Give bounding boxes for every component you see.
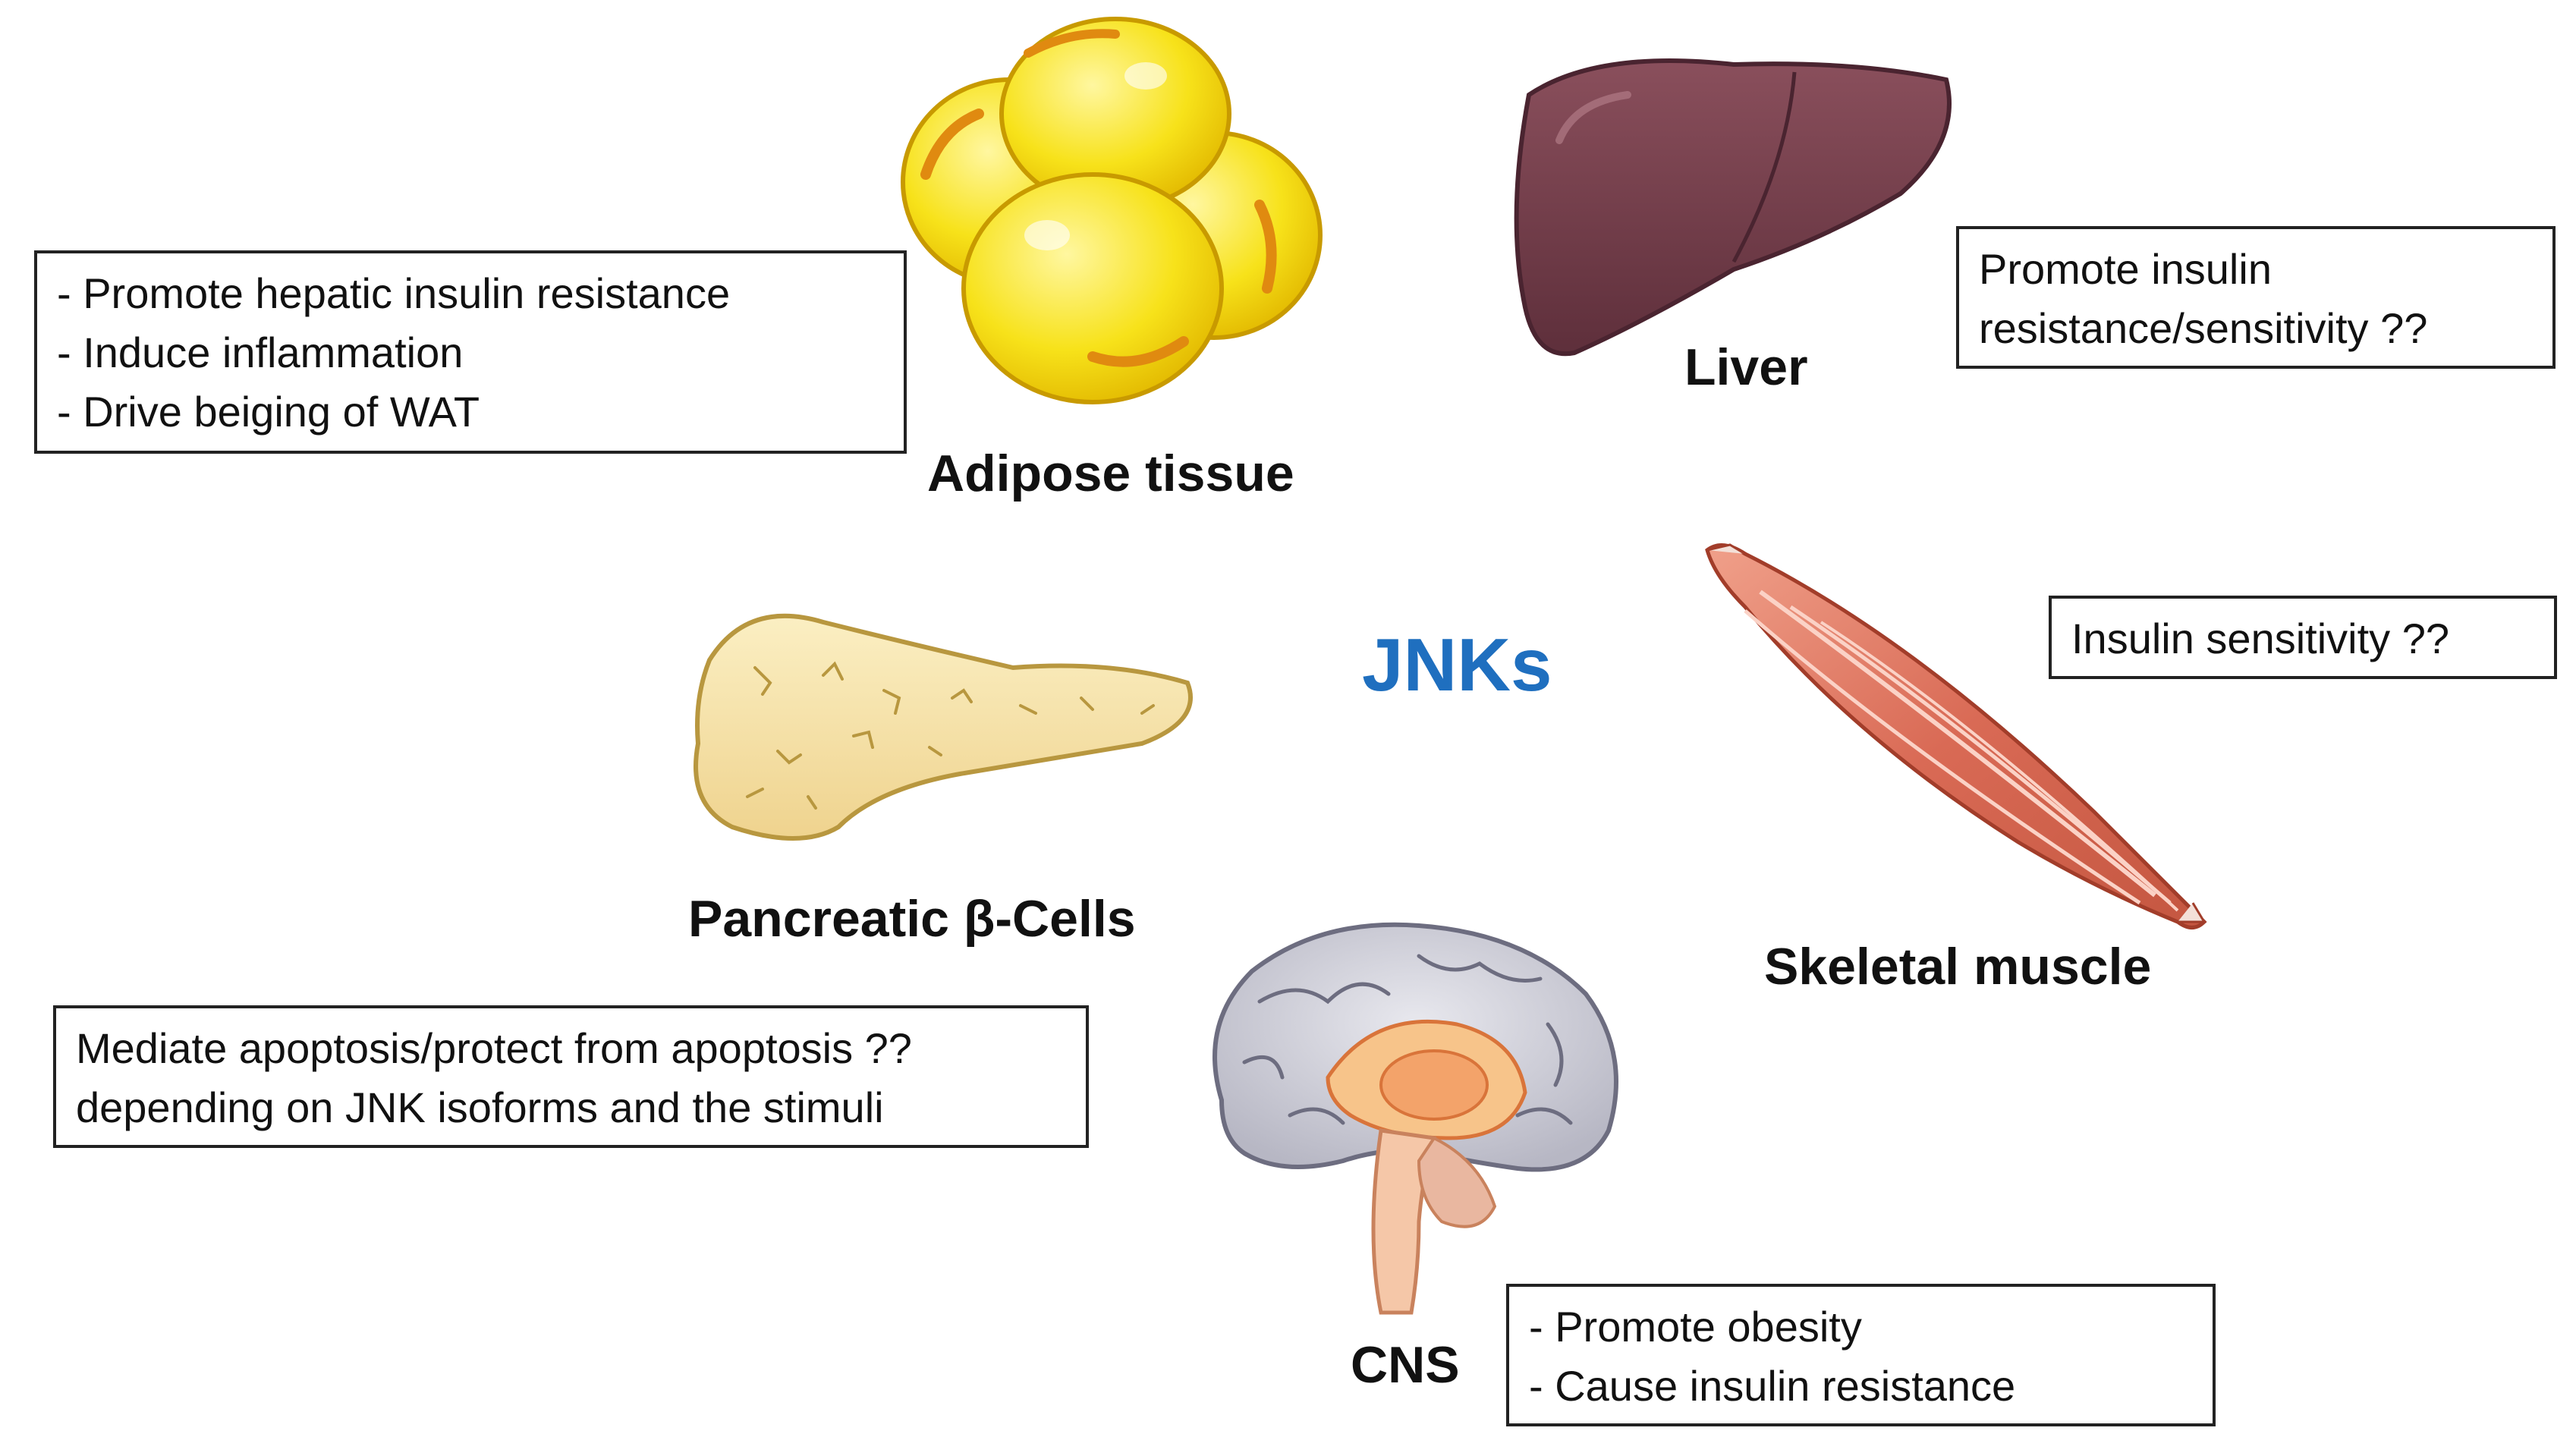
muscle-icon <box>1705 543 2207 929</box>
cns-label: CNS <box>1351 1336 1460 1394</box>
pancreas-icon <box>694 613 1193 841</box>
cns-note: - Cause insulin resistance <box>1529 1362 2016 1410</box>
center-label: JNKs <box>1362 623 1552 706</box>
adipose-note: - Promote hepatic insulin resistance <box>57 269 731 317</box>
liver-label: Liver <box>1684 338 1808 396</box>
pancreas-note: Mediate apoptosis/protect from apoptosis… <box>76 1024 912 1072</box>
liver-note: Promote insulin <box>1979 245 2272 293</box>
pancreas-label: Pancreatic β-Cells <box>688 890 1136 948</box>
adipose-note: - Induce inflammation <box>57 329 464 376</box>
liver-notes-box: Promote insulin resistance/sensitivity ?… <box>1956 226 2556 369</box>
adipose-label: Adipose tissue <box>927 445 1294 502</box>
adipose-cells-icon <box>901 17 1323 404</box>
adipose-note: - Drive beiging of WAT <box>57 388 480 436</box>
liver-icon <box>1514 58 1952 357</box>
pancreas-notes-box: Mediate apoptosis/protect from apoptosis… <box>53 1005 1089 1148</box>
brain-icon <box>1213 922 1618 1315</box>
cns-notes-box: - Promote obesity - Cause insulin resist… <box>1506 1284 2216 1426</box>
cns-note: - Promote obesity <box>1529 1303 1862 1351</box>
liver-note: resistance/sensitivity ?? <box>1979 304 2428 352</box>
muscle-notes-box: Insulin sensitivity ?? <box>2049 596 2557 679</box>
pancreas-note: depending on JNK isoforms and the stimul… <box>76 1083 884 1131</box>
adipose-notes-box: - Promote hepatic insulin resistance - I… <box>34 250 907 454</box>
muscle-note: Insulin sensitivity ?? <box>2071 615 2450 662</box>
muscle-label: Skeletal muscle <box>1764 938 2152 995</box>
